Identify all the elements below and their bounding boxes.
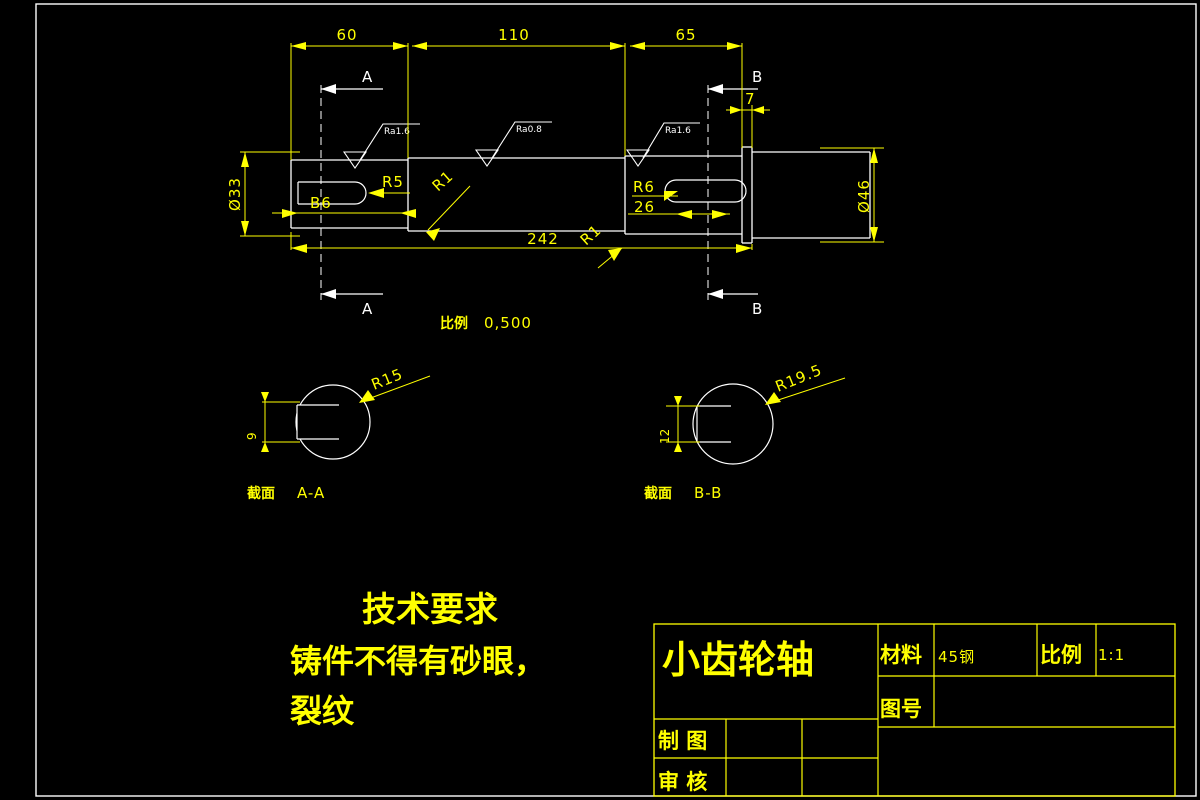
radius-label-r1-right: R1 (577, 221, 605, 249)
section-b-b: 12 R19.5 截面 B-B (644, 361, 846, 502)
surface-finish-label-3: Ra1.6 (665, 126, 691, 136)
title-block[interactable]: 小齿轮轴 材料 45钢 比例 1:1 图号 制 图 审 核 (653, 623, 1176, 797)
dimension-label-60: 60 (336, 26, 357, 44)
section-marker-a-top: A (321, 68, 383, 94)
section-marker-b-bottom: B (708, 289, 763, 318)
scale-note-label: 比例 (440, 315, 468, 332)
dimension-label-110: 110 (498, 26, 530, 44)
technical-requirements-line-1: 铸件不得有砂眼， (290, 642, 546, 680)
dimension-label-26: 26 (634, 198, 655, 216)
surface-finish-label-2: Ra0.8 (516, 125, 542, 135)
title-block-checked-label: 审 核 (658, 770, 707, 794)
surface-finish-symbol-2: Ra0.8 (474, 121, 552, 167)
dimension-diameter-46: Ø46 (820, 147, 884, 243)
dimension-60: 60 (291, 26, 408, 50)
section-b-caption-name: B-B (694, 484, 722, 502)
title-block-drawing-no-label: 图号 (880, 697, 922, 721)
dim-extension-lines-top (290, 43, 743, 160)
technical-requirements-line-2: 裂纹 (290, 692, 355, 730)
dimension-label-diameter-33: Ø33 (226, 177, 244, 211)
dimension-label-65: 65 (675, 26, 696, 44)
radius-label-r5: R5 (382, 173, 404, 191)
section-cut-lines (320, 85, 709, 300)
title-block-scale-value: 1:1 (1098, 646, 1125, 664)
radius-label-r1-left: R1 (429, 167, 457, 195)
section-a-caption-name: A-A (297, 484, 325, 502)
dimension-label-242: 242 (527, 230, 559, 248)
dimension-65: 65 (630, 26, 742, 50)
leader-r1-left: R1 (426, 167, 471, 241)
title-block-material-label: 材料 (880, 643, 922, 667)
section-a-a: 9 R15 截面 A-A (245, 365, 431, 502)
surface-finish-symbol-3: Ra1.6 (625, 122, 700, 167)
scale-note: 比例 0,500 (440, 314, 532, 332)
section-marker-b-top: B (708, 68, 763, 94)
sheet-frame (35, 3, 1197, 797)
shaft-outline (290, 146, 871, 244)
section-marker-a-bottom: A (321, 289, 383, 318)
dimension-110: 110 (412, 26, 625, 50)
section-b-radius-label: R19.5 (773, 361, 825, 396)
section-a-radius-label: R15 (369, 365, 406, 394)
section-a-caption-label: 截面 (247, 485, 275, 502)
dimension-keyway-left-width: B6 (272, 194, 416, 218)
dimension-label-keyway-left-width: B6 (310, 194, 332, 212)
dimension-242: 242 (290, 230, 753, 253)
section-label-a-top: A (362, 68, 373, 86)
keyway-right (664, 179, 747, 203)
section-b-depth-label: 12 (658, 429, 672, 444)
dimension-keyway-right-length: 26 (628, 198, 730, 219)
section-label-b-top: B (752, 68, 763, 86)
surface-finish-label-1: Ra1.6 (384, 127, 410, 137)
leader-r1-right: R1 (577, 221, 623, 269)
title-block-part-name: 小齿轮轴 (662, 638, 814, 682)
technical-requirements-heading: 技术要求 (362, 590, 498, 630)
section-b-caption-label: 截面 (644, 485, 672, 502)
leader-r5: R5 (368, 173, 410, 198)
title-block-drawn-label: 制 图 (658, 729, 707, 753)
dimension-label-7: 7 (745, 90, 756, 108)
section-label-a-bottom: A (362, 300, 373, 318)
scale-note-value: 0,500 (484, 314, 532, 332)
technical-requirements: 技术要求 铸件不得有砂眼， 裂纹 (290, 590, 546, 730)
title-block-material-value: 45钢 (938, 648, 975, 666)
section-label-b-bottom: B (752, 300, 763, 318)
radius-label-r6: R6 (633, 178, 655, 196)
leader-r6: R6 (632, 178, 678, 201)
keyway-left (297, 181, 367, 205)
dimension-diameter-33: Ø33 (226, 151, 300, 237)
section-a-depth-label: 9 (245, 432, 259, 440)
dimension-7: 7 (726, 90, 770, 148)
dimension-label-diameter-46: Ø46 (855, 179, 873, 213)
title-block-scale-label: 比例 (1040, 643, 1082, 667)
